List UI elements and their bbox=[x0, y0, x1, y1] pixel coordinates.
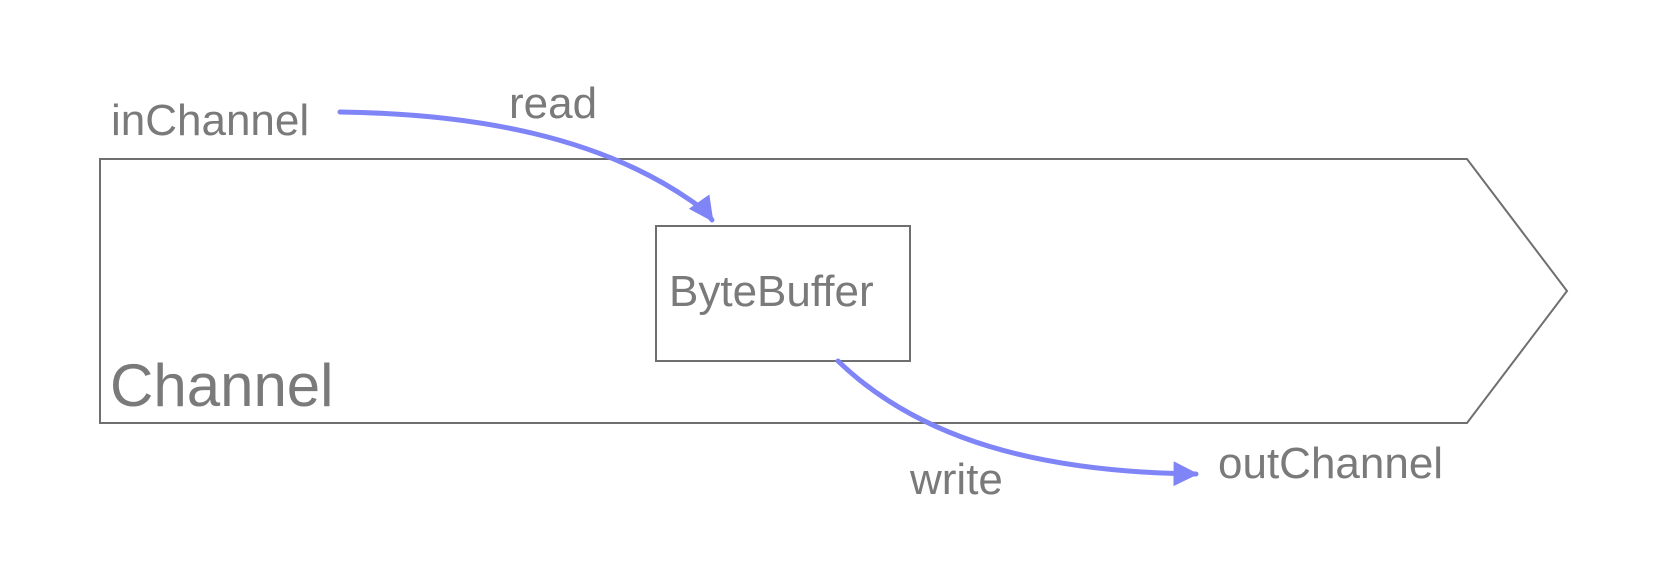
in-channel-label: inChannel bbox=[111, 96, 310, 145]
byte-buffer-box bbox=[655, 225, 911, 362]
read-arrow bbox=[337, 109, 715, 223]
byte-buffer-label: ByteBuffer bbox=[669, 267, 874, 316]
write-arrow bbox=[835, 358, 1199, 487]
channel-label: Channel bbox=[110, 352, 334, 419]
out-channel-label: outChannel bbox=[1218, 439, 1444, 488]
channel-shape bbox=[99, 158, 1569, 424]
write-label: write bbox=[910, 455, 1003, 504]
read-label: read bbox=[509, 79, 598, 128]
